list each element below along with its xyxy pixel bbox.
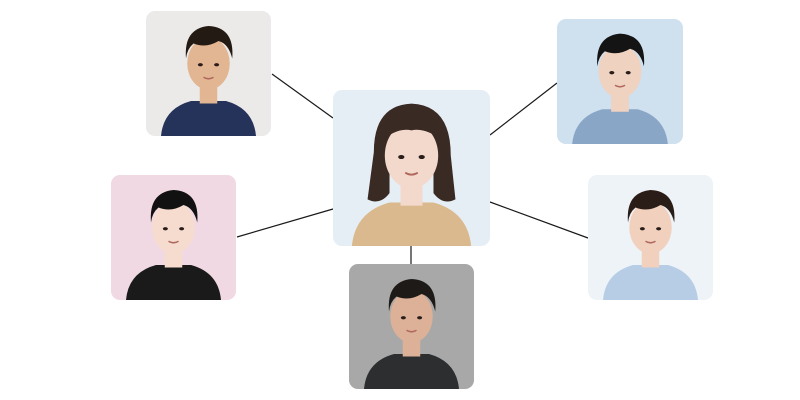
link-top-left — [271, 73, 334, 119]
top-right-portrait — [557, 19, 683, 144]
center-portrait — [333, 90, 490, 246]
mid-right-portrait — [588, 175, 713, 300]
link-mid-left — [236, 208, 334, 238]
mid-left-portrait — [111, 175, 236, 300]
link-mid-right — [489, 201, 589, 239]
top-left-portrait — [146, 11, 271, 136]
bottom-portrait — [349, 264, 474, 389]
link-top-right — [489, 82, 558, 136]
